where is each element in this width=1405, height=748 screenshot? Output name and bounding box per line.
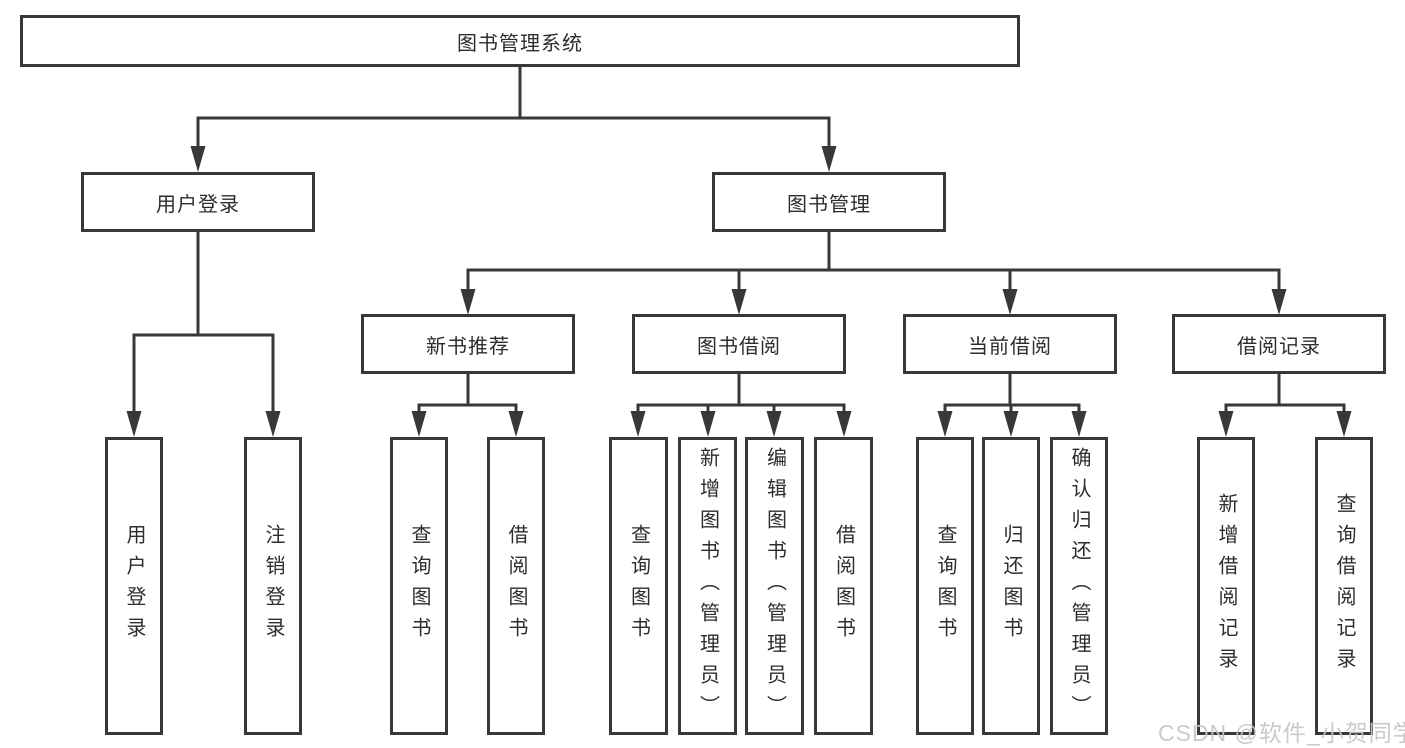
- leaf-newbook-query-books-label: 查询图书: [408, 524, 430, 648]
- node-new-book-recommend-label: 新书推荐: [426, 335, 510, 358]
- csdn-watermark: CSDN @软件_小贺同学: [1158, 720, 1405, 746]
- leaf-borrow-query-books: 查询图书: [609, 437, 668, 735]
- node-book-management-branch: 图书管理: [712, 172, 946, 232]
- leaf-borrow-query-books-label: 查询图书: [627, 524, 650, 648]
- leaf-user-login-label: 用户登录: [123, 524, 145, 648]
- leaf-current-query-books-label: 查询图书: [934, 524, 956, 648]
- leaf-borrow-books-label: 借阅图书: [832, 524, 855, 648]
- node-book-borrow-label: 图书借阅: [697, 335, 781, 358]
- leaf-add-books-admin-label: 新增图书（管理员）: [696, 446, 719, 726]
- arrowheads: [126, 146, 1352, 437]
- leaf-borrow-books: 借阅图书: [814, 437, 873, 735]
- leaf-user-login: 用户登录: [105, 437, 163, 735]
- leaf-query-borrow-record-label: 查询借阅记录: [1333, 493, 1355, 679]
- node-root-system: 图书管理系统: [20, 15, 1020, 67]
- node-borrow-records-label: 借阅记录: [1237, 335, 1321, 358]
- leaf-newbook-borrow-books: 借阅图书: [487, 437, 545, 735]
- leaf-current-query-books: 查询图书: [916, 437, 974, 735]
- node-current-borrow: 当前借阅: [903, 314, 1117, 374]
- leaf-newbook-query-books: 查询图书: [390, 437, 448, 735]
- node-user-login-branch: 用户登录: [81, 172, 315, 232]
- node-new-book-recommend: 新书推荐: [361, 314, 575, 374]
- node-book-borrow: 图书借阅: [632, 314, 846, 374]
- leaf-logout-label: 注销登录: [262, 524, 284, 648]
- leaf-confirm-return-admin: 确认归还（管理员）: [1050, 437, 1108, 735]
- node-current-borrow-label: 当前借阅: [968, 335, 1052, 358]
- leaf-query-borrow-record: 查询借阅记录: [1315, 437, 1373, 735]
- leaf-add-books-admin: 新增图书（管理员）: [678, 437, 737, 735]
- leaf-logout: 注销登录: [244, 437, 302, 735]
- leaf-edit-books-admin-label: 编辑图书（管理员）: [763, 446, 786, 726]
- leaf-return-books-label: 归还图书: [1000, 524, 1022, 648]
- node-book-management-branch-label: 图书管理: [787, 193, 871, 216]
- leaf-add-borrow-record: 新增借阅记录: [1197, 437, 1255, 735]
- leaf-newbook-borrow-books-label: 借阅图书: [505, 524, 527, 648]
- leaf-return-books: 归还图书: [982, 437, 1040, 735]
- leaf-edit-books-admin: 编辑图书（管理员）: [745, 437, 804, 735]
- leaf-add-borrow-record-label: 新增借阅记录: [1215, 493, 1237, 679]
- node-root-system-label: 图书管理系统: [457, 32, 583, 55]
- leaf-confirm-return-admin-label: 确认归还（管理员）: [1068, 446, 1090, 726]
- node-user-login-branch-label: 用户登录: [156, 193, 240, 216]
- node-borrow-records: 借阅记录: [1172, 314, 1386, 374]
